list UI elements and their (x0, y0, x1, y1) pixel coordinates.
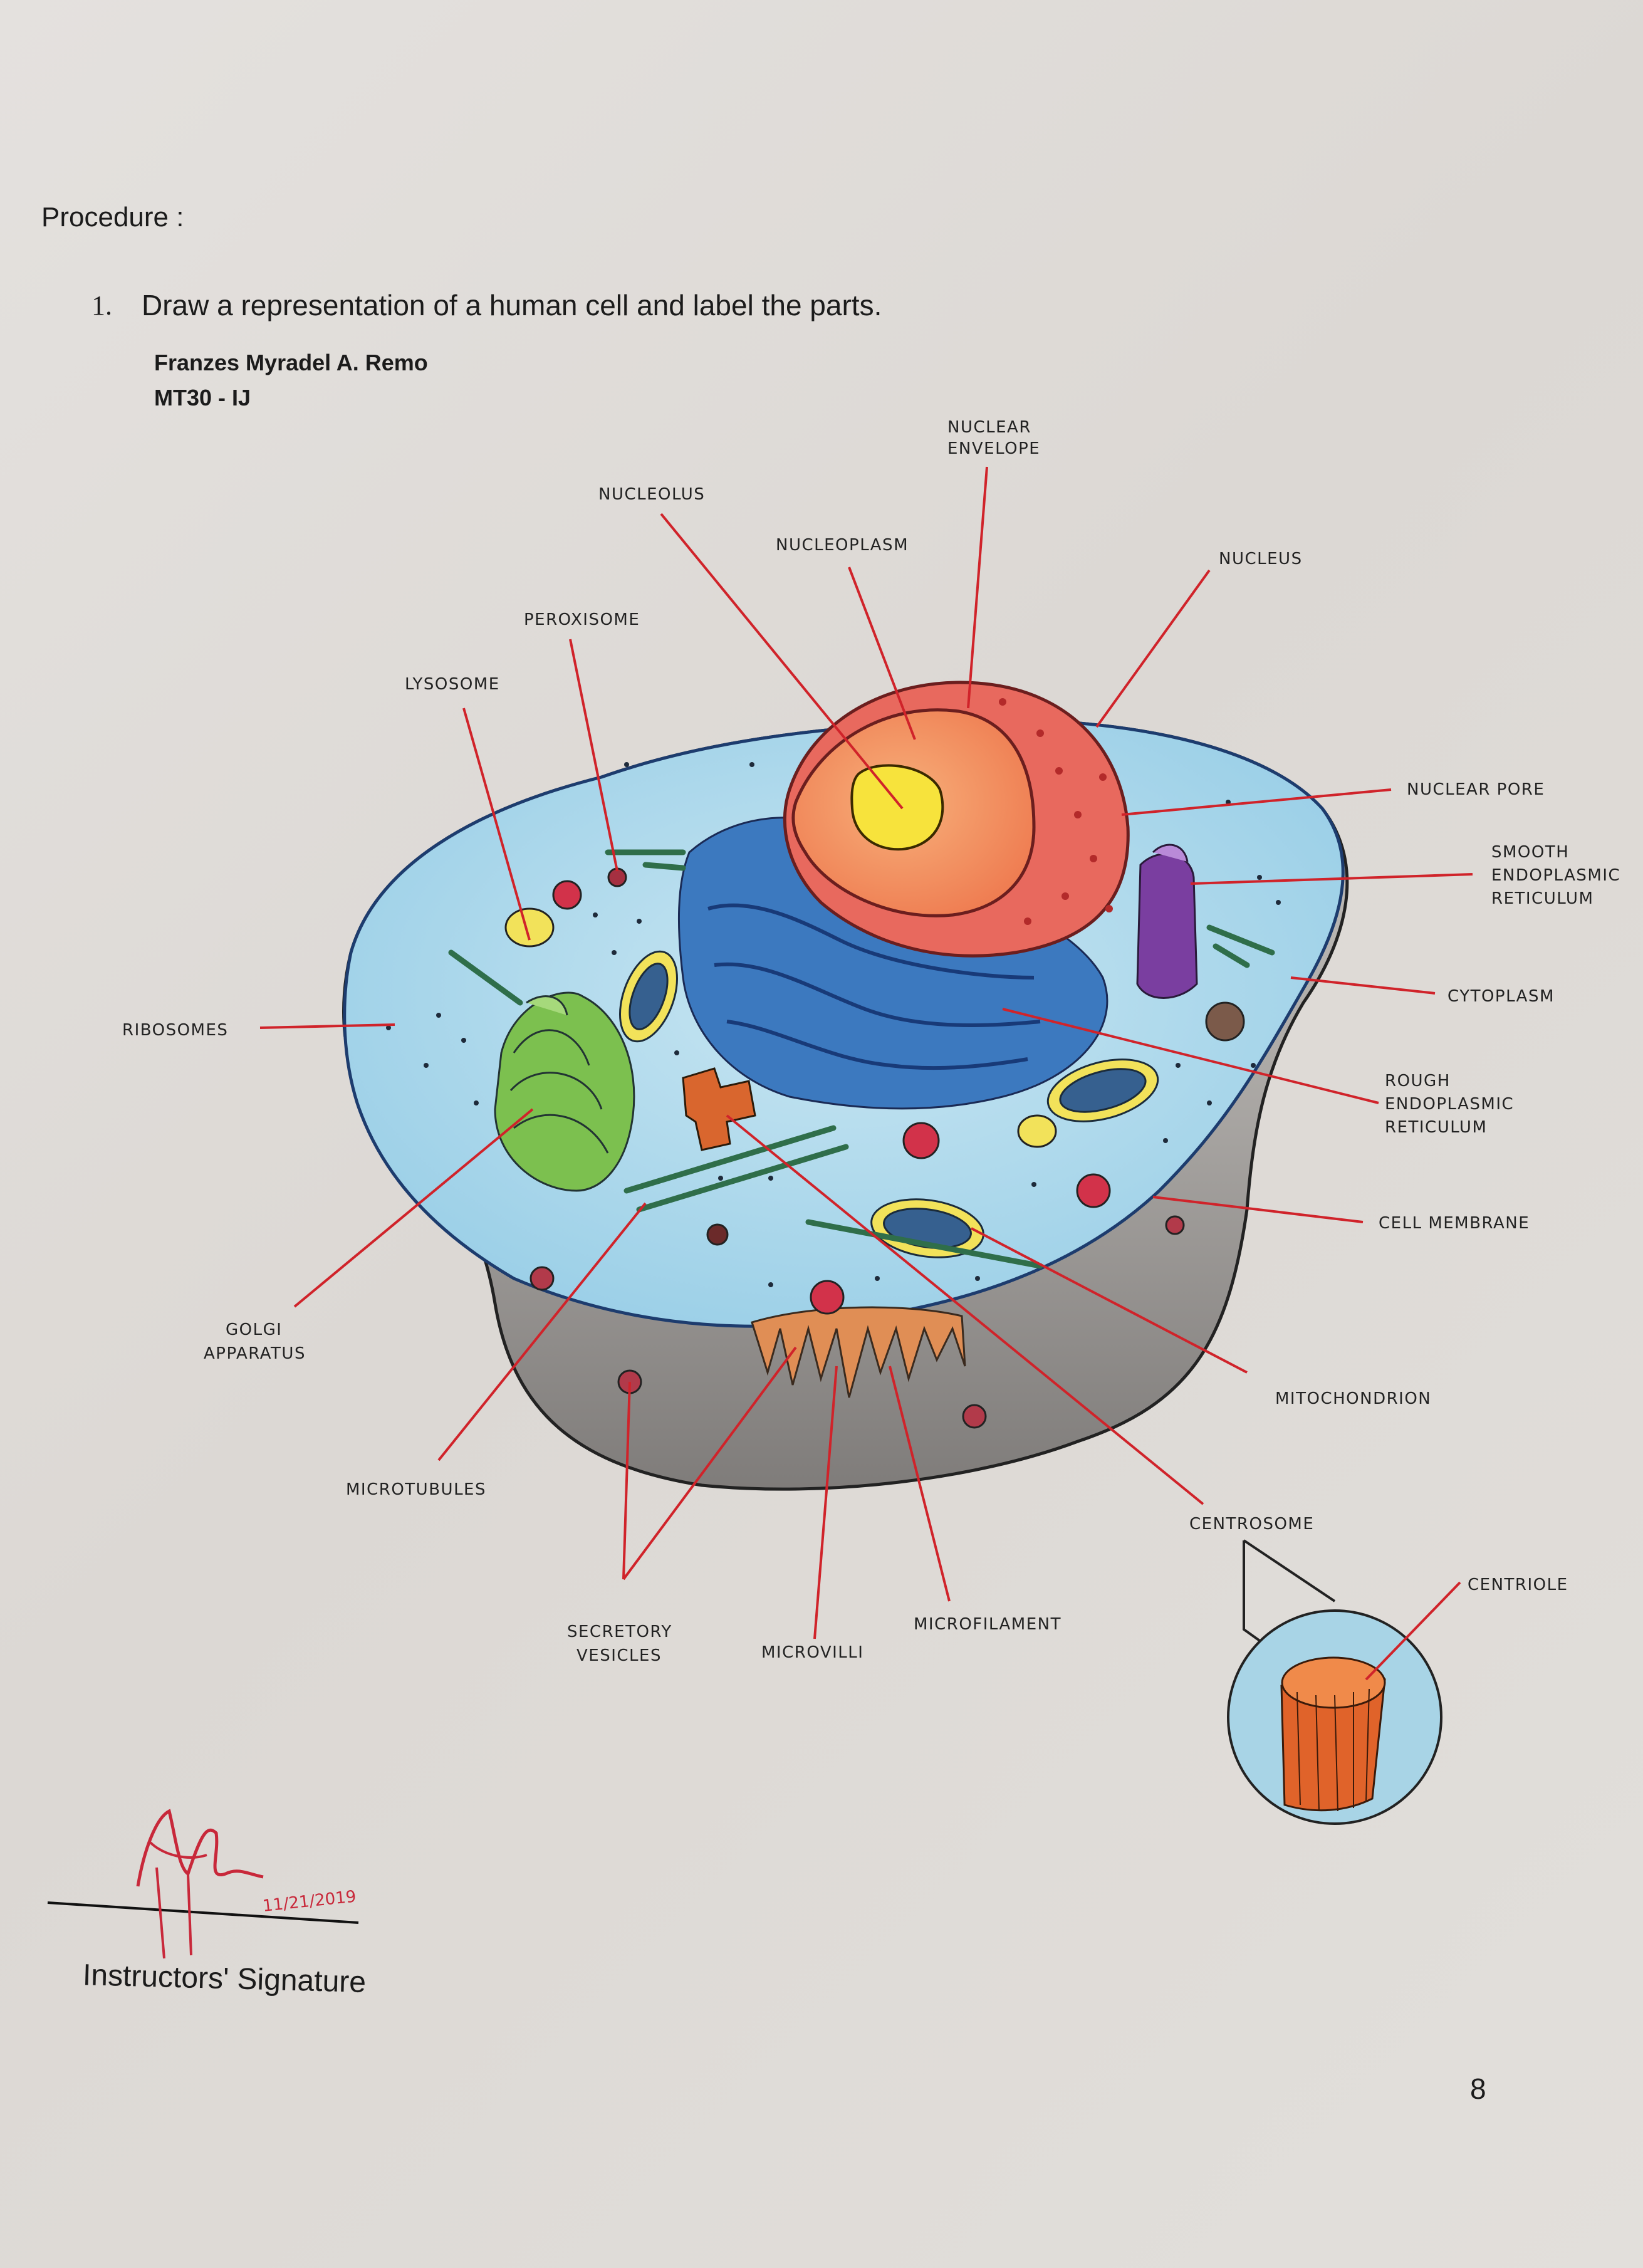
label-golgi: GOLGI (226, 1320, 282, 1339)
signature-caption: Instructors' Signature (82, 1958, 367, 1999)
label-centrosome: CENTROSOME (1189, 1515, 1314, 1534)
microvilli (751, 1306, 966, 1398)
label-smooth-er-3: RETICULUM (1491, 889, 1593, 908)
label-nuclear-pore: NUCLEAR PORE (1407, 780, 1545, 799)
small-organelles (504, 867, 1245, 1429)
microtubules (448, 849, 1275, 1269)
label-nuclear-envelope-2: ENVELOPE (947, 439, 1040, 458)
golgi-apparatus (494, 991, 635, 1192)
label-peroxisome: PEROXISOME (524, 610, 640, 629)
label-mitochondrion: MITOCHONDRION (1275, 1389, 1431, 1408)
label-golgi-2: APPARATUS (204, 1344, 306, 1363)
labels: NUCLEAR ENVELOPE NUCLEOLUS NUCLEOPLASM N… (122, 418, 1620, 1665)
student-class: MT30 - IJ (154, 385, 251, 410)
nucleus (783, 681, 1130, 958)
procedure-heading: Procedure : (41, 202, 184, 233)
mitochondria (618, 950, 1159, 1258)
label-microtubules: MICROTUBULES (346, 1480, 486, 1499)
label-cell-membrane: CELL MEMBRANE (1379, 1214, 1530, 1233)
label-nucleus: NUCLEUS (1219, 550, 1303, 568)
ribosome-dots (386, 762, 1281, 1287)
signature-date: 11/21/2019 (262, 1887, 357, 1916)
label-rough-er-3: RETICULUM (1385, 1118, 1487, 1137)
label-secretory-vesicles-2: VESICLES (576, 1646, 662, 1665)
label-nuclear-envelope: NUCLEAR (947, 418, 1031, 437)
instructor-signature: 11/21/2019 (47, 1809, 359, 1959)
label-lines (259, 466, 1473, 1681)
label-ribosomes: RIBOSOMES (122, 1021, 228, 1040)
label-microfilament: MICROFILAMENT (914, 1615, 1061, 1634)
smooth-er (1136, 844, 1198, 999)
centrosome (682, 1067, 756, 1151)
label-lysosome: LYSOSOME (405, 675, 500, 694)
label-rough-er-2: ENDOPLASMIC (1385, 1095, 1514, 1114)
label-nucleoplasm: NUCLEOPLASM (776, 536, 909, 555)
label-nucleolus: NUCLEOLUS (598, 485, 705, 504)
label-smooth-er-2: ENDOPLASMIC (1491, 866, 1620, 885)
step-number: 1. (91, 290, 112, 321)
nuclear-pores (999, 698, 1113, 925)
label-cytoplasm: CYTOPLASM (1447, 987, 1555, 1006)
step-instruction: Draw a representation of a human cell an… (142, 289, 882, 321)
centriole-inset (1227, 1539, 1442, 1825)
label-rough-er: ROUGH (1385, 1072, 1451, 1090)
label-microvilli: MICROVILLI (761, 1643, 863, 1662)
label-centriole: CENTRIOLE (1468, 1576, 1568, 1594)
label-secretory-vesicles: SECRETORY (567, 1623, 672, 1641)
student-name: Franzes Myradel A. Remo (154, 350, 428, 375)
page-number: 8 (1470, 2072, 1486, 2105)
label-smooth-er: SMOOTH (1491, 843, 1569, 862)
